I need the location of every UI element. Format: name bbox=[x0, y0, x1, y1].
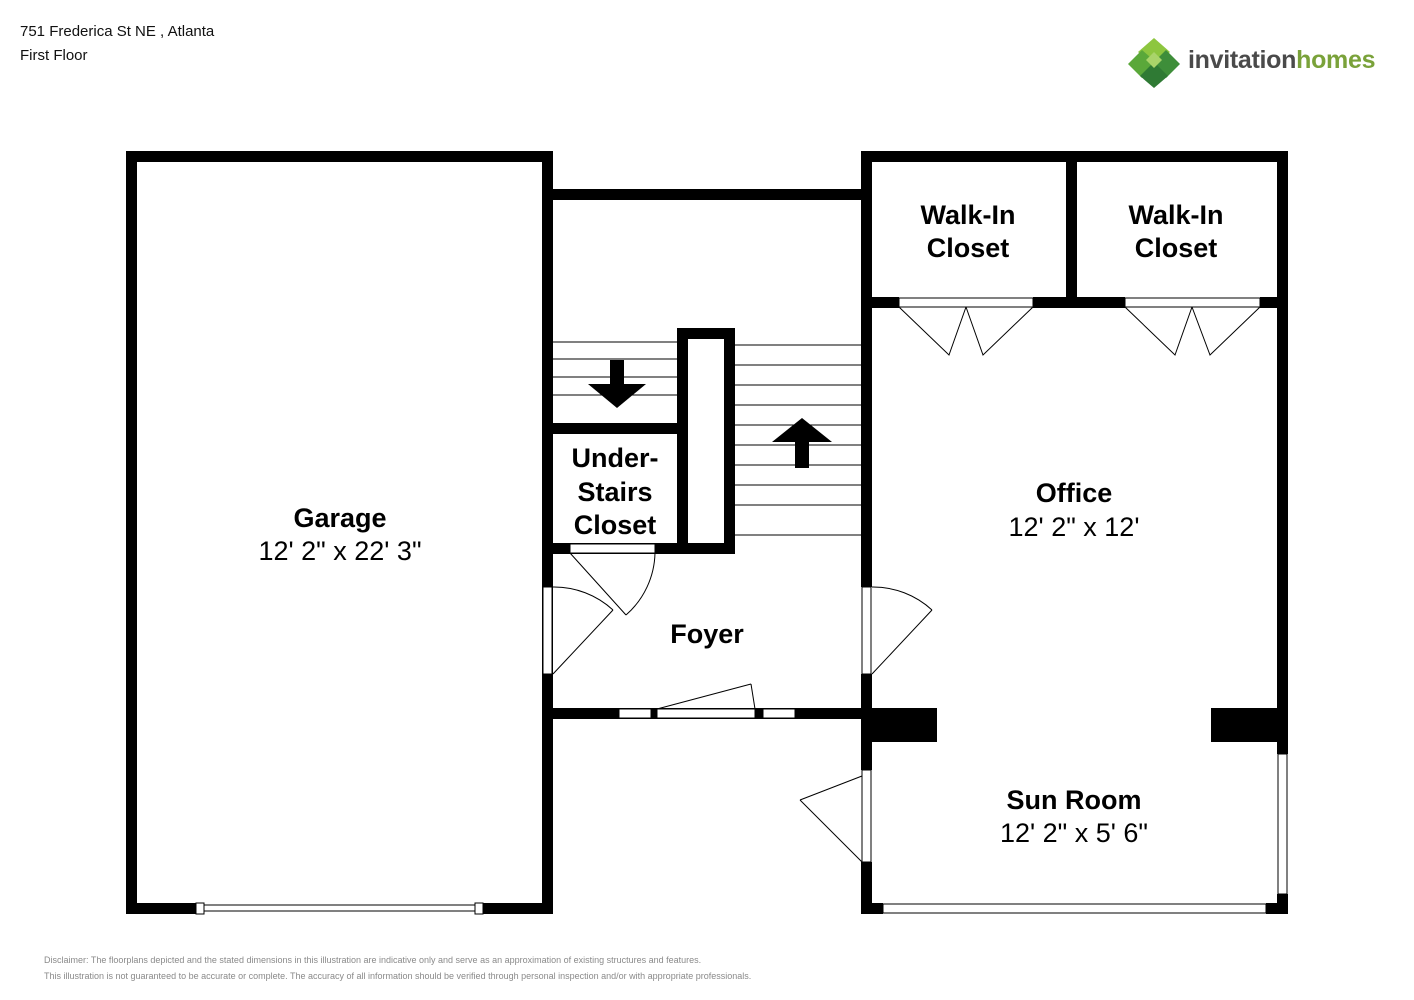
garage-dimensions: 12' 2" x 22' 3" bbox=[258, 536, 421, 566]
office-label: Office bbox=[1036, 478, 1113, 508]
stairs-up-arrow-icon bbox=[772, 418, 832, 468]
walk-in-closet-right-label-line1: Walk-In bbox=[1128, 200, 1223, 230]
brand-name-part2: homes bbox=[1296, 46, 1376, 74]
brand-wordmark: invitationhomes bbox=[1188, 46, 1376, 75]
floor-label: First Floor bbox=[20, 47, 88, 64]
walk-in-closet-left-label-line2: Closet bbox=[927, 233, 1010, 263]
sun-room-label: Sun Room bbox=[1007, 785, 1142, 815]
sun-room-dimensions: 12' 2" x 5' 6" bbox=[1000, 818, 1148, 848]
brand-name-part1: invitation bbox=[1188, 46, 1297, 74]
walk-in-closet-right-label-line2: Closet bbox=[1135, 233, 1218, 263]
stairs-down-arrow-icon bbox=[588, 360, 646, 408]
under-stairs-closet-label-line3: Closet bbox=[574, 510, 657, 540]
under-stairs-closet-label-line1: Under- bbox=[572, 443, 659, 473]
disclaimer-line2: This illustration is not guaranteed to b… bbox=[44, 971, 752, 981]
disclaimer-line1: Disclaimer: The floorplans depicted and … bbox=[44, 955, 702, 965]
office-dimensions: 12' 2" x 12' bbox=[1009, 512, 1140, 542]
garage-label: Garage bbox=[293, 503, 386, 533]
under-stairs-closet-label-line2: Stairs bbox=[577, 477, 652, 507]
property-address: 751 Frederica St NE , Atlanta bbox=[20, 23, 215, 40]
walk-in-closet-left-label-line1: Walk-In bbox=[920, 200, 1015, 230]
foyer-label: Foyer bbox=[670, 619, 744, 649]
brand-logo-icon bbox=[1128, 38, 1180, 88]
